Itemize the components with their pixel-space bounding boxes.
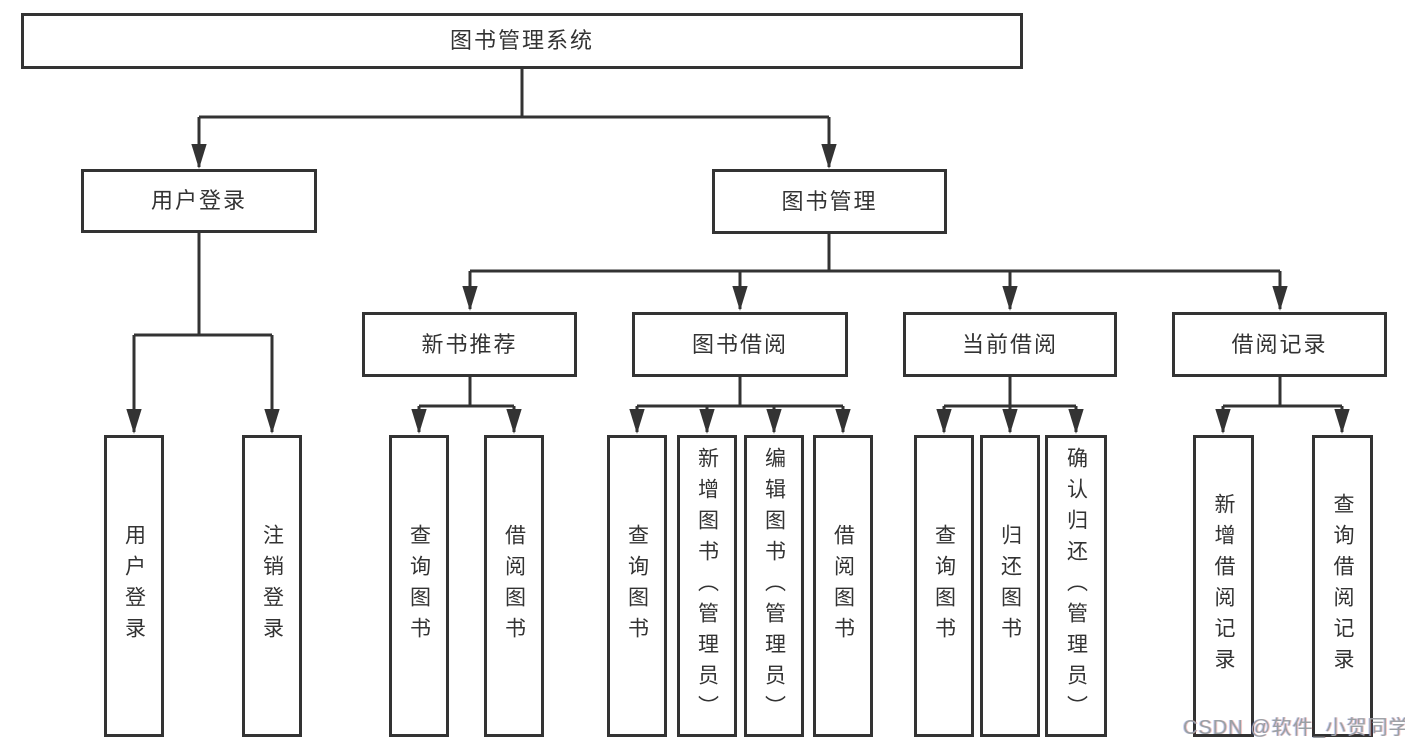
leaf-query-books-borrow-label: 查询图书 — [625, 524, 649, 648]
leaf-return-book-label: 归还图书 — [998, 524, 1022, 648]
leaf-borrow-books-recommend-label: 借阅图书 — [502, 524, 526, 648]
leaf-query-borrow-record: 查询借阅记录 — [1312, 435, 1373, 737]
node-user-login: 用户登录 — [81, 169, 317, 233]
leaf-query-books-current-label: 查询图书 — [932, 524, 956, 648]
leaf-borrow-books-recommend: 借阅图书 — [484, 435, 544, 737]
leaf-add-book-admin-label: 新增图书（管理员） — [695, 446, 719, 726]
leaf-query-borrow-record-label: 查询借阅记录 — [1331, 493, 1354, 679]
leaf-logout: 注销登录 — [242, 435, 302, 737]
leaf-confirm-return-admin: 确认归还（管理员） — [1045, 435, 1107, 737]
node-current-borrowing: 当前借阅 — [903, 312, 1117, 377]
leaf-add-borrow-record-label: 新增借阅记录 — [1212, 493, 1235, 679]
node-new-book-recommendation-label: 新书推荐 — [421, 331, 518, 357]
csdn-watermark: CSDN @软件_小贺同学 — [1183, 717, 1405, 739]
node-book-management-label: 图书管理 — [781, 188, 878, 214]
connector-group — [126, 69, 1350, 434]
leaf-return-book: 归还图书 — [980, 435, 1040, 737]
leaf-user-login-label: 用户登录 — [122, 524, 146, 648]
node-book-borrowing: 图书借阅 — [632, 312, 848, 377]
node-root-label: 图书管理系统 — [449, 28, 594, 53]
connector-trunks — [134, 69, 1342, 408]
leaf-query-books-recommend: 查询图书 — [389, 435, 449, 737]
node-root-system: 图书管理系统 — [21, 13, 1023, 69]
leaf-user-login: 用户登录 — [104, 435, 164, 737]
node-current-borrowing-label: 当前借阅 — [961, 331, 1058, 357]
leaf-logout-label: 注销登录 — [260, 524, 284, 648]
leaf-borrow-books: 借阅图书 — [813, 435, 873, 737]
node-book-management: 图书管理 — [712, 169, 947, 234]
leaf-edit-book-admin: 编辑图书（管理员） — [744, 435, 804, 737]
node-borrowing-records: 借阅记录 — [1172, 312, 1387, 377]
node-book-borrowing-label: 图书借阅 — [691, 331, 788, 357]
leaf-edit-book-admin-label: 编辑图书（管理员） — [762, 446, 786, 726]
leaf-query-books-current: 查询图书 — [914, 435, 974, 737]
leaf-add-book-admin: 新增图书（管理员） — [677, 435, 737, 737]
leaf-confirm-return-admin-label: 确认归还（管理员） — [1064, 446, 1088, 726]
node-borrowing-records-label: 借阅记录 — [1231, 331, 1328, 357]
node-user-login-label: 用户登录 — [150, 188, 247, 213]
leaf-borrow-books-label: 借阅图书 — [831, 524, 855, 648]
leaf-query-books-borrow: 查询图书 — [607, 435, 667, 737]
leaf-query-books-recommend-label: 查询图书 — [407, 524, 431, 648]
leaf-add-borrow-record: 新增借阅记录 — [1193, 435, 1254, 737]
node-new-book-recommendation: 新书推荐 — [362, 312, 577, 377]
